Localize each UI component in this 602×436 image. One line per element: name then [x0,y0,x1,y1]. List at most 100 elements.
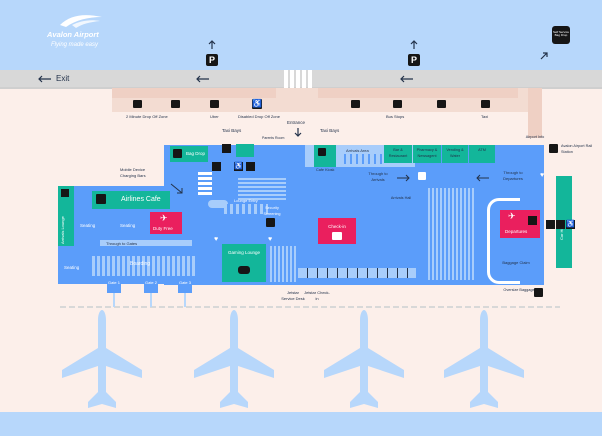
wheelchair-icon [418,172,426,180]
west-vertical-label: Arrivals Lounge [60,216,65,244]
uber-icon [210,100,219,108]
gate-walkway [184,293,186,307]
heart-icon: ♥ [268,236,273,243]
charging-pillars [198,172,212,196]
heart-icon: ♥ [540,172,545,179]
check-in-counter [298,268,416,278]
arrow-down-icon [294,128,302,137]
airplane-icon: ✈ [160,213,168,223]
service-box-2[interactable] [413,145,441,163]
bus-icon [393,100,402,108]
toilet-icon [246,162,255,171]
sky-band [0,0,602,70]
boarding-lane [100,240,192,246]
pathway-stripes [270,246,296,282]
bus-icon [351,100,360,108]
parking-icon[interactable]: P [206,54,218,66]
parents-room-label: Parents Room [262,136,285,140]
toilet-icon [528,216,537,225]
jetstar-checkin-label: Jetstar Check-in [304,290,330,301]
crossing-label-left: Taxi Bays [222,128,242,133]
airlines-cafe-box[interactable] [92,191,170,209]
seating-label-3: Seating [64,265,80,270]
gaming-icon [238,266,250,274]
airplane-icon [444,310,524,408]
suitcase-icon [332,232,342,240]
arrow-left-icon [400,75,413,83]
taxi-icon [481,100,490,108]
check-in-label: Check-in [328,224,346,229]
arrow-left-icon [196,75,209,83]
gate-box[interactable] [107,277,121,293]
gaming-lounge-label: Gaming Lounge [227,250,261,255]
seating-label-1: Seating [80,223,96,228]
coffee-icon [96,194,106,204]
arrow-right-icon [397,174,410,182]
kerb-label-drop-off: 2 Minute Drop Off Zone [126,114,168,119]
airplane-icon [62,310,142,408]
bus-icon [437,100,446,108]
through-arrivals-label: Through to Arrivals [368,171,388,182]
service-box-2-label: Pharmacy & Newsagent [416,148,438,158]
rail-station-label: Avalon Airport Rail Station [561,144,593,154]
exit-label[interactable]: Exit [56,74,70,83]
arrivals-carpet [428,188,476,280]
baggage-carousel [487,198,520,284]
duty-free-box[interactable] [150,212,182,234]
kerb-label-uber: Uber [210,114,219,119]
toilet-icon [546,220,555,229]
kerb-pillar [528,88,542,138]
self-service-badge[interactable] [552,26,570,44]
bag-claim-grid [340,154,384,164]
luggage-icon [534,288,543,297]
seating-rows [238,178,286,200]
bottom-sky-band [0,412,602,436]
arrow-up-right-icon [540,52,548,60]
through-departures-label: Through to Departures [503,170,523,181]
arrow-down-right-icon [170,183,183,194]
wheelchair-icon: ♿ [234,162,243,171]
car-icon [133,100,142,108]
kerb-label-taxi: Taxi [481,114,489,119]
car-icon [171,100,180,108]
gate-label: Gate 2 [144,280,157,285]
lounge-entry-label: Lounge Entry [234,198,258,203]
service-box-4[interactable] [469,145,495,163]
parking-icon[interactable]: P [408,54,420,66]
brand-name: Avalon Airport [47,30,99,39]
charging-label: Mobile Device Charging Bars [120,167,146,178]
wheelchair-icon: ♿ [252,99,262,109]
boarding-label: Boarding [130,261,151,267]
airplane-icon: ✈ [508,211,516,221]
gaming-lounge-box[interactable] [222,244,266,282]
airport-info-label: Airport Info [525,135,545,139]
table-icon [208,200,228,208]
arrivals-hall-label: Arrivals Hall [390,196,412,200]
apron-line [60,306,560,308]
toilet-icon [222,144,231,153]
bag-claim-label: Baggage Claim [502,260,530,265]
service-box-3-label: Vending & Water [446,148,464,158]
crossing-label-right: Taxi Bays [320,128,340,133]
gate-label: Gate 1 [107,280,120,285]
bag-drop-label: Bag Drop [186,151,206,156]
brand-logo-mark [60,15,102,28]
kerb-strip-left [112,88,276,98]
service-box-1-label: Bar & Restaurant [388,148,408,158]
jetstar-service-label: Jetstar Service Desk [281,290,305,301]
service-box-1[interactable] [384,145,412,163]
service-box-3[interactable] [442,145,468,163]
crossing-label-entrance: Entrance [287,120,306,125]
oversize-baggage-label: Oversize Baggage [503,288,535,292]
airplane-icon [194,310,274,408]
coffee-icon [318,148,326,156]
cafe-kiosk-label: Cafe Kiosk [316,168,335,172]
kerb-label-buses: Bus Stops [386,114,405,119]
duty-free-label: Duty Free [153,226,173,231]
kerb-strip-right [318,88,518,98]
airplane-icon [324,310,404,408]
check-in-box[interactable] [318,218,356,244]
gate-box[interactable] [178,277,192,293]
gate-box[interactable] [144,277,158,293]
